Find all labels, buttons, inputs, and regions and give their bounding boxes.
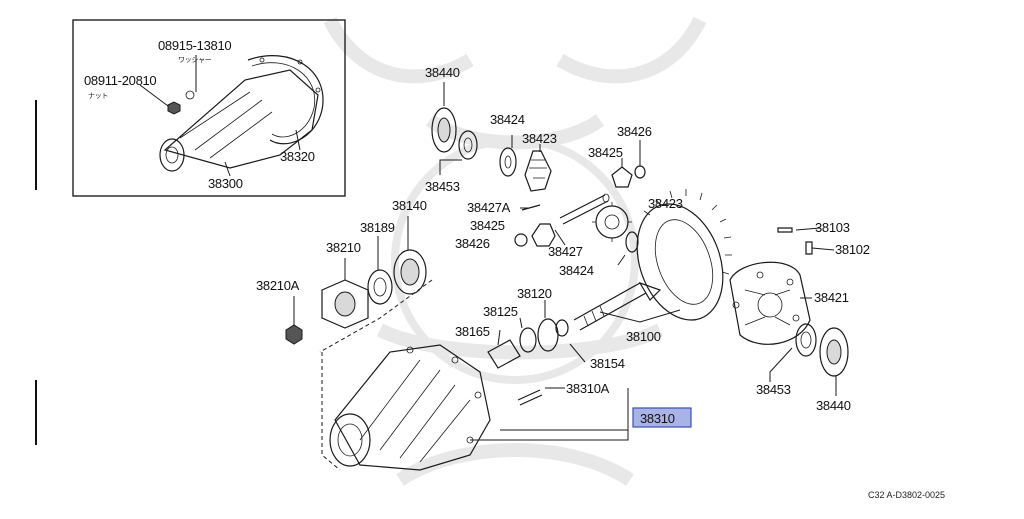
carrier-housing [321,344,629,471]
label-38425-mid: 38425 [470,218,505,233]
label-38210: 38210 [326,240,361,255]
pinion-shaft-group [514,193,639,266]
label-washer-part: 08915-13810 [158,38,231,53]
label-38440-top: 38440 [425,65,460,80]
drive-pinion-and-ring-gear [487,189,732,369]
label-nut-note: ナット [88,92,108,100]
label-38453-bot: 38453 [756,382,791,397]
label-nut-part: 08911-20810 [84,73,156,88]
highlight-box [632,407,692,428]
inset-frame [72,19,346,197]
label-38310A: 38310A [566,381,610,396]
label-gasket: 38320 [280,149,315,164]
label-38426-top: 38426 [617,124,652,139]
label-38440-bot: 38440 [816,398,851,413]
pinion-seal-bearings [285,216,433,353]
label-38310: 38310 [640,411,675,426]
highlighted-part-38310[interactable]: 38310 [632,407,692,428]
label-38103: 38103 [815,220,850,235]
label-38125: 38125 [483,304,518,319]
label-38423-mid: 38423 [648,196,683,211]
label-washer-note: ワッシャー [178,56,212,64]
differential-case [729,227,849,396]
label-38102: 38102 [835,242,870,257]
label-38453-top: 38453 [425,179,460,194]
diagram-reference-code: C32 A-D3802-0025 [868,490,945,500]
label-38189: 38189 [360,220,395,235]
inset-carrier-assembly: 08915-13810 ワッシャー 08911-20810 ナット 38320 … [72,19,346,197]
label-38424-top: 38424 [490,112,525,127]
label-38424-mid: 38424 [559,263,594,278]
label-38140: 38140 [392,198,427,213]
side-bearing-top [431,82,478,175]
differential-gears-top [499,135,646,192]
label-38423-top: 38423 [522,131,557,146]
label-38165: 38165 [455,324,490,339]
label-carrier-assy: 38300 [208,176,243,191]
label-38425-top: 38425 [588,145,623,160]
label-38120: 38120 [517,286,552,301]
label-38210A: 38210A [256,278,300,293]
label-38427: 38427 [548,244,583,259]
label-38427A: 38427A [467,200,511,215]
label-38426-mid: 38426 [455,236,490,251]
label-38421: 38421 [814,290,849,305]
label-38100: 38100 [626,329,661,344]
label-38154: 38154 [590,356,625,371]
